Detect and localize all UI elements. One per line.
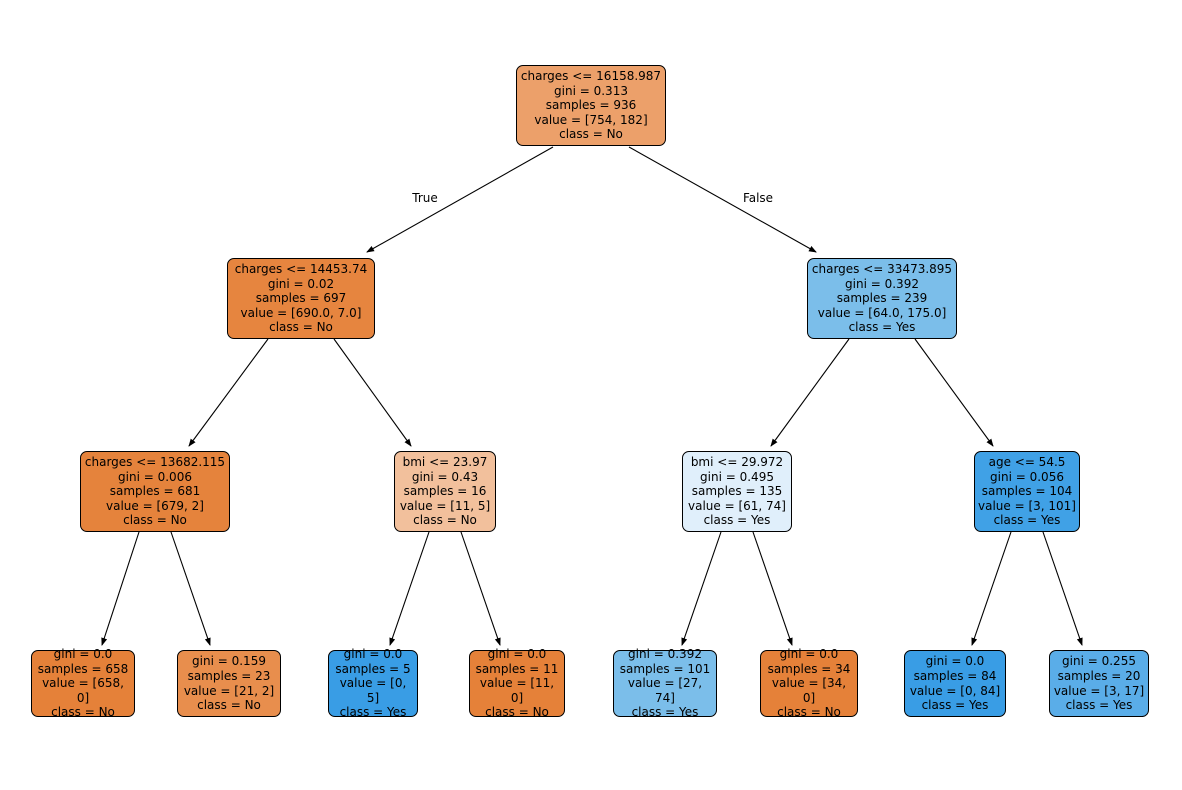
- node-class: class = Yes: [1065, 698, 1133, 713]
- tree-node-l2-n3[interactable]: bmi <= 29.972 gini = 0.495 samples = 135…: [682, 451, 792, 532]
- node-value: value = [690.0, 7.0]: [240, 305, 362, 320]
- node-value: value = [27, 74]: [627, 676, 703, 705]
- node-value: value = [64.0, 175.0]: [817, 305, 947, 320]
- node-class: class = No: [51, 705, 115, 720]
- node-value: value = [658, 0]: [42, 676, 124, 705]
- node-value: value = [0, 5]: [339, 676, 407, 705]
- node-gini: gini = 0.0: [343, 647, 403, 662]
- node-value: value = [34, 0]: [771, 676, 847, 705]
- tree-leaf-8[interactable]: gini = 0.255 samples = 20 value = [3, 17…: [1049, 650, 1149, 717]
- node-condition: bmi <= 23.97: [402, 455, 488, 470]
- edge-l1right-n4: [914, 338, 994, 447]
- edge-label-true: True: [412, 191, 438, 205]
- node-condition: bmi <= 29.972: [690, 455, 784, 470]
- node-gini: gini = 0.006: [118, 469, 192, 484]
- node-samples: samples = 101: [619, 661, 711, 676]
- edge-n3-leaf5: [681, 531, 722, 646]
- node-samples: samples = 11: [475, 661, 559, 676]
- node-gini: gini = 0.392: [845, 276, 919, 291]
- tree-leaf-3[interactable]: gini = 0.0 samples = 5 value = [0, 5] cl…: [328, 647, 418, 720]
- node-value: value = [61, 74]: [688, 498, 786, 513]
- node-samples: samples = 23: [187, 668, 271, 683]
- tree-leaf-7[interactable]: gini = 0.0 samples = 84 value = [0, 84] …: [904, 650, 1006, 717]
- node-class: class = No: [269, 320, 333, 335]
- node-samples: samples = 104: [981, 484, 1073, 499]
- tree-node-l2-n1[interactable]: charges <= 13682.115 gini = 0.006 sample…: [80, 451, 230, 532]
- node-gini: gini = 0.495: [700, 469, 774, 484]
- edge-l1right-n3: [770, 338, 850, 447]
- node-gini: gini = 0.159: [192, 654, 266, 669]
- node-value: value = [21, 2]: [183, 683, 275, 698]
- node-condition: charges <= 14453.74: [234, 262, 368, 277]
- node-gini: gini = 0.43: [411, 469, 479, 484]
- node-samples: samples = 697: [255, 291, 347, 306]
- node-gini: gini = 0.0: [779, 647, 839, 662]
- node-condition: charges <= 33473.895: [811, 262, 953, 277]
- edge-n2-leaf3: [389, 531, 430, 646]
- node-gini: gini = 0.392: [628, 647, 702, 662]
- node-value: value = [3, 101]: [978, 498, 1076, 513]
- node-class: class = Yes: [848, 320, 916, 335]
- node-class: class = No: [413, 513, 477, 528]
- node-gini: gini = 0.02: [267, 276, 335, 291]
- edge-n1-leaf2: [170, 531, 211, 646]
- node-samples: samples = 84: [913, 668, 997, 683]
- tree-leaf-4[interactable]: gini = 0.0 samples = 11 value = [11, 0] …: [469, 647, 565, 720]
- edge-n4-leaf7: [971, 531, 1012, 646]
- node-samples: samples = 20: [1057, 668, 1141, 683]
- edge-n4-leaf8: [1042, 531, 1083, 646]
- node-value: value = [11, 5]: [399, 498, 491, 513]
- node-gini: gini = 0.0: [925, 654, 985, 669]
- node-samples: samples = 239: [836, 291, 928, 306]
- edge-l1left-n1: [188, 338, 269, 447]
- node-class: class = Yes: [631, 705, 699, 720]
- node-gini: gini = 0.0: [487, 647, 547, 662]
- node-class: class = No: [123, 513, 187, 528]
- node-class: class = Yes: [921, 698, 989, 713]
- node-samples: samples = 34: [767, 661, 851, 676]
- node-samples: samples = 658: [37, 661, 129, 676]
- node-condition: age <= 54.5: [988, 455, 1066, 470]
- edge-n2-leaf4: [460, 531, 501, 646]
- node-gini: gini = 0.255: [1062, 654, 1136, 669]
- tree-node-l1-right[interactable]: charges <= 33473.895 gini = 0.392 sample…: [807, 258, 957, 339]
- node-class: class = Yes: [993, 513, 1061, 528]
- edge-n3-leaf6: [752, 531, 793, 646]
- edge-n1-leaf1: [101, 531, 140, 646]
- node-class: class = Yes: [339, 705, 407, 720]
- node-samples: samples = 16: [403, 484, 487, 499]
- tree-node-root[interactable]: charges <= 16158.987 gini = 0.313 sample…: [516, 65, 666, 146]
- node-gini: gini = 0.056: [990, 469, 1064, 484]
- tree-leaf-2[interactable]: gini = 0.159 samples = 23 value = [21, 2…: [177, 650, 281, 717]
- edge-root-false: [628, 146, 817, 253]
- node-value: value = [754, 182]: [534, 112, 648, 127]
- node-condition: charges <= 16158.987: [520, 69, 662, 84]
- tree-node-l2-n4[interactable]: age <= 54.5 gini = 0.056 samples = 104 v…: [974, 451, 1080, 532]
- node-class: class = Yes: [703, 513, 771, 528]
- tree-node-l2-n2[interactable]: bmi <= 23.97 gini = 0.43 samples = 16 va…: [394, 451, 496, 532]
- edge-root-true: [366, 146, 554, 253]
- node-value: value = [11, 0]: [479, 676, 555, 705]
- node-samples: samples = 681: [109, 484, 201, 499]
- tree-leaf-1[interactable]: gini = 0.0 samples = 658 value = [658, 0…: [31, 647, 135, 720]
- edge-l1left-n2: [333, 338, 412, 447]
- node-class: class = No: [559, 127, 623, 142]
- node-value: value = [679, 2]: [106, 498, 204, 513]
- node-class: class = No: [197, 698, 261, 713]
- tree-leaf-6[interactable]: gini = 0.0 samples = 34 value = [34, 0] …: [760, 647, 858, 720]
- node-class: class = No: [777, 705, 841, 720]
- node-samples: samples = 135: [691, 484, 783, 499]
- node-gini: gini = 0.0: [53, 647, 113, 662]
- node-value: value = [0, 84]: [909, 683, 1001, 698]
- tree-node-l1-left[interactable]: charges <= 14453.74 gini = 0.02 samples …: [227, 258, 375, 339]
- node-samples: samples = 5: [335, 661, 411, 676]
- node-value: value = [3, 17]: [1053, 683, 1145, 698]
- node-condition: charges <= 13682.115: [84, 455, 226, 470]
- edge-label-false: False: [742, 191, 774, 205]
- node-class: class = No: [485, 705, 549, 720]
- node-gini: gini = 0.313: [554, 83, 628, 98]
- tree-leaf-5[interactable]: gini = 0.392 samples = 101 value = [27, …: [613, 647, 717, 720]
- node-samples: samples = 936: [545, 98, 637, 113]
